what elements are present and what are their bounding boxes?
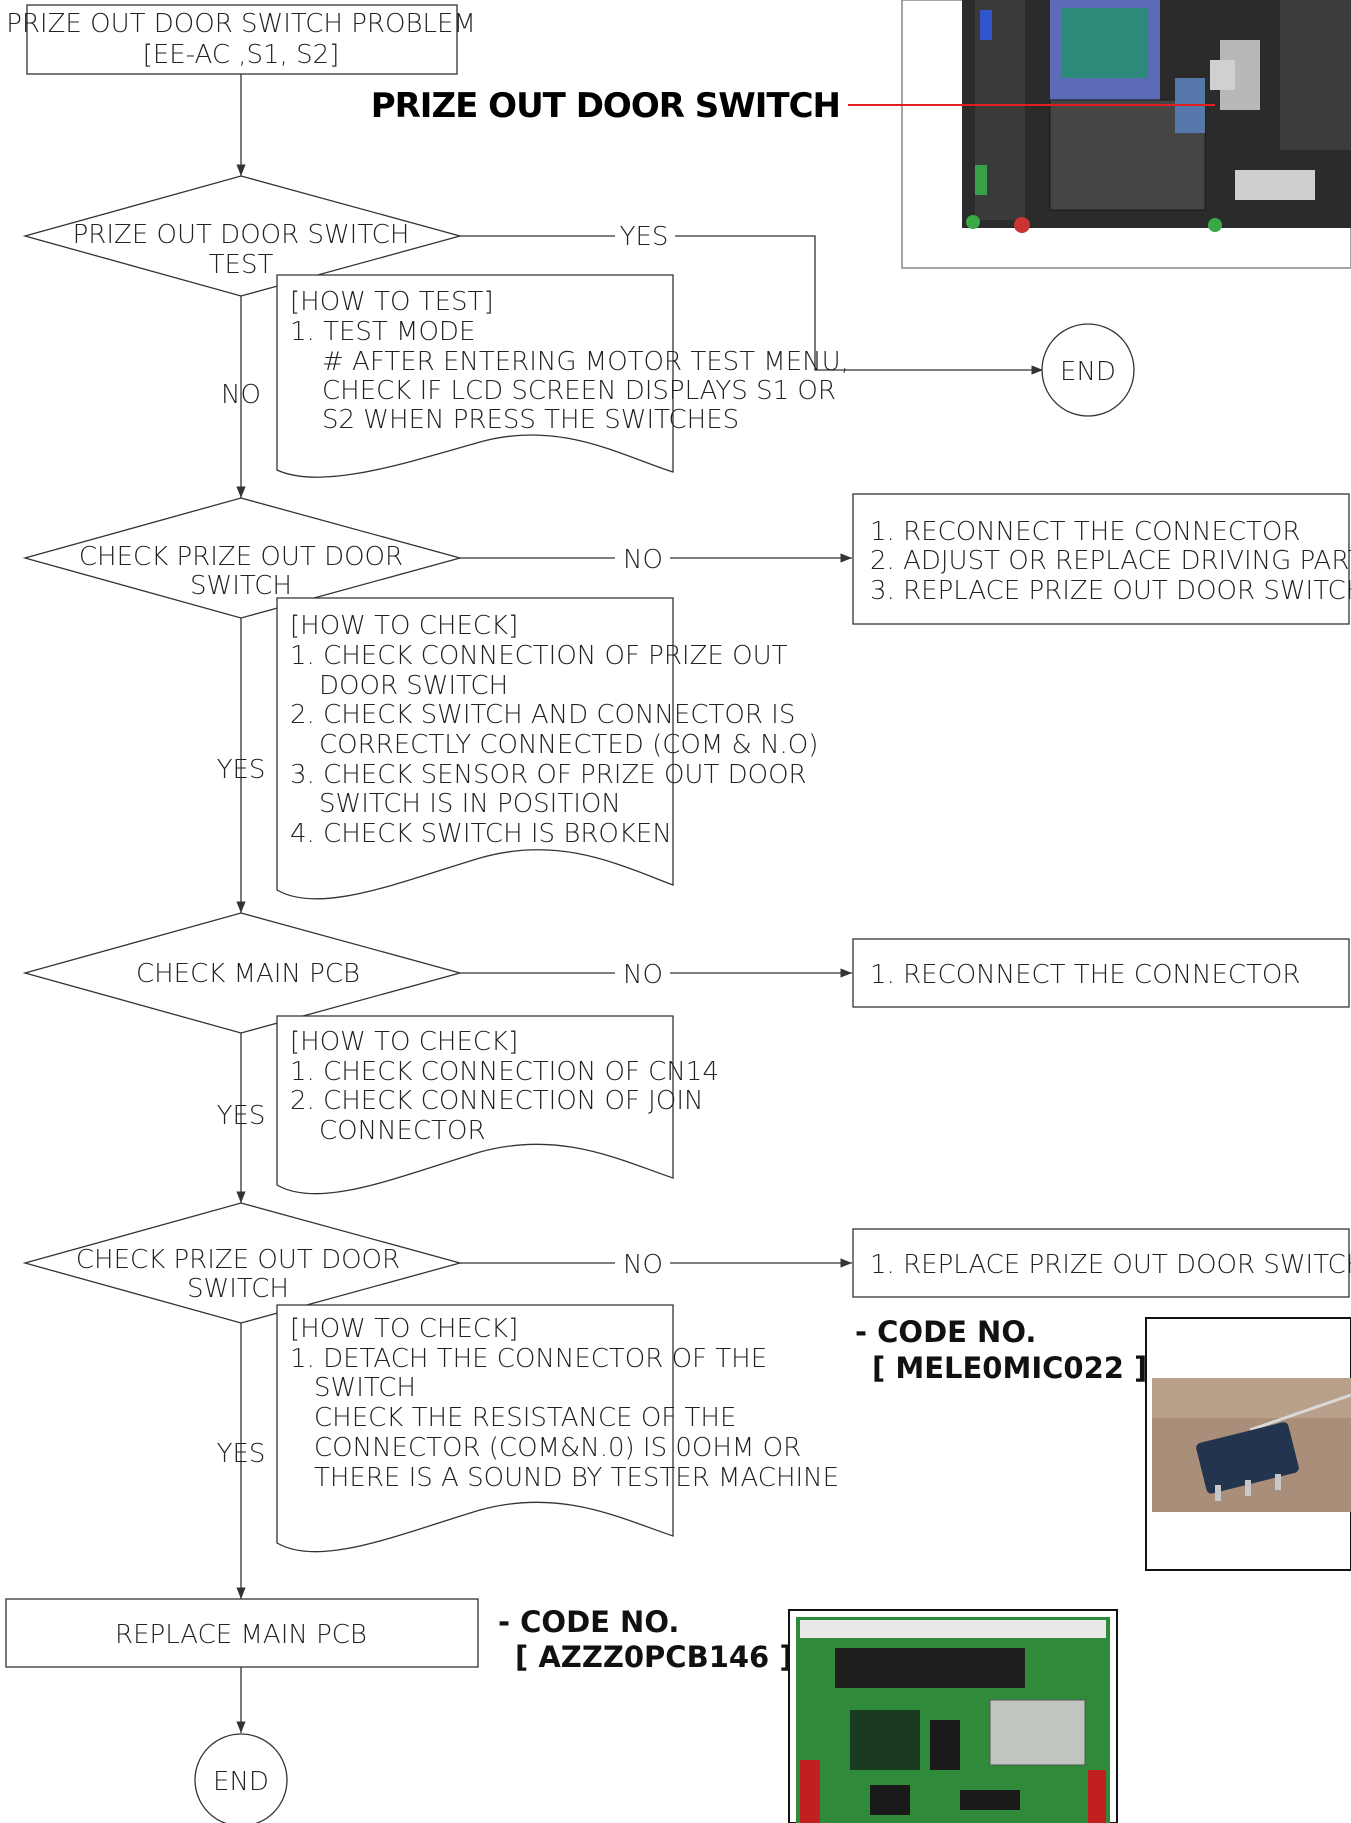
- switch-code-number: [ MELE0MIC022 ]: [872, 1351, 1147, 1385]
- main-pcb-photo: [788, 1609, 1118, 1823]
- how-to-check-note-2: [HOW TO CHECK] 1. CHECK CONNECTION OF CN…: [276, 1015, 719, 1195]
- end-terminal-bottom: END: [194, 1733, 288, 1823]
- note4-line1: [HOW TO CHECK]: [290, 1314, 518, 1344]
- decision1-line1: PRIZE OUT DOOR SWITCH: [73, 220, 410, 250]
- decision4-yes-label: YES: [217, 1439, 266, 1469]
- connector-lines: [236, 74, 1043, 1733]
- decision2-line2: SWITCH: [190, 571, 292, 601]
- note3-line3: 2. CHECK CONNECTION OF JOIN: [290, 1086, 703, 1116]
- problem-title-line1: PRIZE OUT DOOR SWITCH PROBLEM: [6, 9, 476, 39]
- problem-title-box: PRIZE OUT DOOR SWITCH PROBLEM [EE-AC ,S1…: [6, 4, 476, 75]
- note3-line1: [HOW TO CHECK]: [290, 1027, 518, 1057]
- note4-line3: SWITCH: [314, 1373, 416, 1403]
- switch-code-title: - CODE NO.: [855, 1315, 1036, 1349]
- cabinet-illustration: [901, 0, 1351, 269]
- how-to-test-note: [HOW TO TEST] 1. TEST MODE # AFTER ENTER…: [276, 274, 849, 478]
- note1-line3: # AFTER ENTERING MOTOR TEST MENU,: [322, 347, 849, 377]
- how-to-check-note-3: [HOW TO CHECK] 1. DETACH THE CONNECTOR O…: [276, 1304, 839, 1553]
- switch-code-label: - CODE NO. [ MELE0MIC022 ]: [855, 1315, 1147, 1385]
- decision3-yes-label: YES: [217, 1101, 266, 1131]
- note4-line6: THERE IS A SOUND BY TESTER MACHINE: [314, 1463, 839, 1493]
- note2-line5: CORRECTLY CONNECTED (COM & N.O): [319, 730, 818, 760]
- note1-line5: S2 WHEN PRESS THE SWITCHES: [322, 405, 739, 435]
- note4-line5: CONNECTOR (COM&N.0) IS 0OHM OR: [314, 1433, 801, 1463]
- note2-line3: DOOR SWITCH: [319, 671, 508, 701]
- end-terminal-top: END: [1041, 323, 1135, 417]
- replace-main-pcb-box: REPLACE MAIN PCB: [5, 1598, 479, 1668]
- decision4-no-label: NO: [623, 1250, 663, 1280]
- note2-line8: 4. CHECK SWITCH IS BROKEN: [290, 819, 672, 849]
- note1-line2: 1. TEST MODE: [290, 317, 475, 347]
- switch-callout: PRIZE OUT DOOR SWITCH: [371, 86, 1215, 126]
- decision-check-switch: CHECK PRIZE OUT DOOR SWITCH: [22, 497, 463, 619]
- decision4-line1: CHECK PRIZE OUT DOOR: [76, 1245, 400, 1275]
- decision4-line2: SWITCH: [187, 1274, 289, 1304]
- note4-line4: CHECK THE RESISTANCE OF THE: [314, 1403, 736, 1433]
- action1-line1: 1. RECONNECT THE CONNECTOR: [870, 517, 1300, 547]
- decision1-no-label: NO: [221, 380, 261, 410]
- note1-line4: CHECK IF LCD SCREEN DISPLAYS S1 OR: [322, 376, 836, 406]
- note2-line7: SWITCH IS IN POSITION: [319, 789, 621, 819]
- decision3-no-label: NO: [623, 960, 663, 990]
- decision-switch-test: PRIZE OUT DOOR SWITCH TEST: [22, 175, 463, 297]
- note3-line4: CONNECTOR: [319, 1116, 486, 1146]
- action2-line1: 1. RECONNECT THE CONNECTOR: [870, 960, 1300, 990]
- micro-switch-photo: [1145, 1317, 1351, 1571]
- note2-line4: 2. CHECK SWITCH AND CONNECTOR IS: [290, 700, 795, 730]
- decision-check-switch-resistance: CHECK PRIZE OUT DOOR SWITCH: [22, 1202, 463, 1324]
- end-bottom-label: END: [213, 1767, 269, 1797]
- note3-line2: 1. CHECK CONNECTION OF CN14: [290, 1057, 719, 1087]
- action3-line1: 1. REPLACE PRIZE OUT DOOR SWITCH: [870, 1250, 1351, 1280]
- action-box-1: 1. RECONNECT THE CONNECTOR 2. ADJUST OR …: [852, 493, 1351, 625]
- decision2-no-label: NO: [623, 545, 663, 575]
- note1-line1: [HOW TO TEST]: [290, 287, 494, 317]
- pcb-code-title: - CODE NO.: [498, 1605, 679, 1639]
- replace-main-pcb-label: REPLACE MAIN PCB: [115, 1620, 367, 1650]
- decision2-line1: CHECK PRIZE OUT DOOR: [79, 542, 403, 572]
- note2-line2: 1. CHECK CONNECTION OF PRIZE OUT: [290, 641, 788, 671]
- action-box-2: 1. RECONNECT THE CONNECTOR: [852, 938, 1350, 1008]
- problem-title-line2: [EE-AC ,S1, S2]: [143, 40, 340, 70]
- action-box-3: 1. REPLACE PRIZE OUT DOOR SWITCH: [852, 1228, 1351, 1298]
- action1-line3: 3. REPLACE PRIZE OUT DOOR SWITCH: [870, 576, 1351, 606]
- end-top-label: END: [1060, 357, 1116, 387]
- decision3-line1: CHECK MAIN PCB: [136, 959, 360, 989]
- note2-line6: 3. CHECK SENSOR OF PRIZE OUT DOOR: [290, 760, 807, 790]
- action1-line2: 2. ADJUST OR REPLACE DRIVING PARTS: [870, 546, 1351, 576]
- note2-line1: [HOW TO CHECK]: [290, 611, 518, 641]
- pcb-code-label: - CODE NO. [ AZZZ0PCB146 ]: [498, 1605, 793, 1674]
- decision-check-main-pcb: CHECK MAIN PCB: [22, 912, 463, 1034]
- decision1-line2: TEST: [209, 250, 274, 280]
- how-to-check-note-1: [HOW TO CHECK] 1. CHECK CONNECTION OF PR…: [276, 597, 818, 900]
- switch-callout-label: PRIZE OUT DOOR SWITCH: [371, 86, 840, 126]
- note4-line2: 1. DETACH THE CONNECTOR OF THE: [290, 1344, 767, 1374]
- decision1-yes-label: YES: [620, 222, 669, 252]
- decision2-yes-label: YES: [217, 755, 266, 785]
- pcb-code-number: [ AZZZ0PCB146 ]: [515, 1640, 793, 1674]
